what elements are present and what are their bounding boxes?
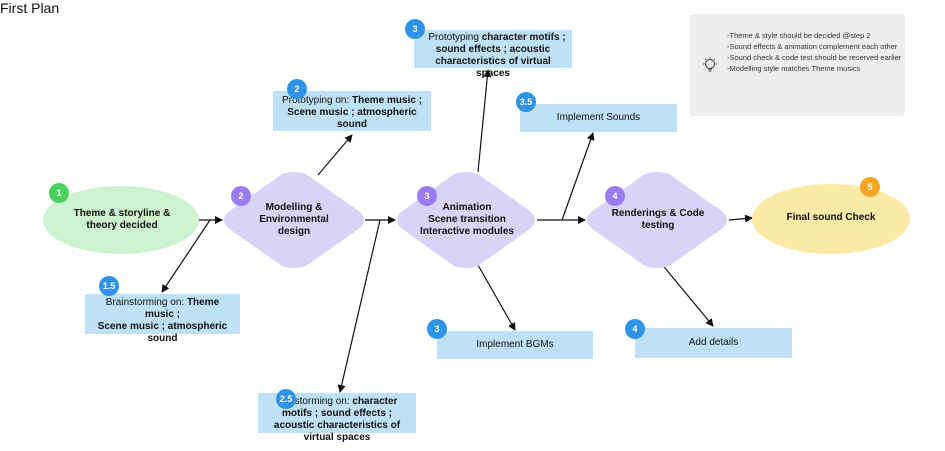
lightbulb-icon [703,57,717,72]
brainstorm-1-5-prefix: Brainstorming on: [105,297,187,308]
note-line-3: -Sound check & code test should be reser… [727,53,902,62]
edge-to-brainstorm-1-5 [161,219,211,293]
proto-2-bold2: Scene music ; atmospheric sound [287,107,417,130]
final-step-badge: 5 [860,177,880,197]
edge-to-sounds-3-5 [561,132,595,221]
sounds-3-5-label: Implement Sounds [556,112,641,123]
brainstorm-1-5-bold1: Theme music ; [144,297,220,320]
brainstorm-2-5-badge: 2.5 [276,389,296,409]
edge-to-brainstorm-2-5 [337,219,381,393]
theme-node-label: Theme & storyline & theory decided [73,208,171,231]
note-line-4: -Modelling style matches Theme musics [727,64,861,73]
edge-to-proto-3 [477,69,492,173]
details-4-badge: 4 [625,319,645,339]
animation-line-1: Animation [442,202,492,213]
brainstorm-2-5-bold1: character [352,396,398,407]
proto-2-prefix: Prototyping on: [281,95,352,106]
final-node-shape [752,184,910,254]
proto-2-bold1: Theme music ; [352,95,423,106]
edge-to-proto-2 [317,134,353,176]
proto-2-badge: 2 [287,79,307,99]
rendering-step-badge: 4 [605,186,625,206]
sticky-note [690,14,905,116]
sticky-note-text: -Theme & style should be decided @step 2… [727,30,902,74]
modelling-node-shape [224,172,364,268]
bgms-3-box: Implement BGMs [437,331,593,359]
theme-step-badge: 1 [49,183,69,203]
brainstorm-2-5-bold2: motifs ; sound effects ; acoustic charac… [273,408,401,443]
animation-node-label: Animation Scene transition Interactive m… [415,200,519,240]
brainstorm-1-5-bold2: Scene music ; atmospheric sound [97,321,228,344]
bgms-3-label: Implement BGMs [476,339,554,350]
brainstorm-1-5-badge: 1.5 [99,276,119,296]
proto-3-prefix: Prototyping [428,32,482,43]
edge-to-bgms-3 [477,264,516,331]
note-line-1: -Theme & style should be decided @step 2 [727,31,871,40]
brainstorm-1-5-box: Brainstorming on: Theme music ; Scene mu… [85,294,240,344]
bgms-3-badge: 3 [427,319,447,339]
proto-3-bold1: character motifs ; [481,32,566,43]
modelling-node-label: Modelling & Environmental design [259,202,329,237]
animation-step-badge: 3 [417,186,437,206]
animation-line-2: Scene transition [428,214,506,225]
modelling-step-badge: 2 [231,186,251,206]
sounds-3-5-box: Implement Sounds [520,104,677,132]
final-node-label: Final sound Check [786,212,876,223]
edge-rendering-final [728,214,753,223]
proto-3-badge: 3 [405,19,425,39]
proto-3-bold2: sound effects ; acoustic characteristics… [435,44,551,79]
details-4-label: Add details [688,337,739,348]
edge-to-details-4 [659,261,714,327]
sounds-3-5-badge: 3.5 [516,92,536,112]
animation-line-3: Interactive modules [420,226,514,237]
page-title: First Plan [0,0,60,16]
rendering-node-label: Renderings & Code testing [611,208,705,231]
details-4-box: Add details [635,328,792,358]
note-line-2: -Sound effects & animation complement ea… [727,42,898,51]
proto-3-box: Prototyping character motifs ; sound eff… [414,30,572,79]
brainstorm-2-5-prefix: storming on: [294,396,353,407]
proto-2-box: Prototyping on: Theme music ; Scene musi… [273,91,431,131]
theme-node-shape [43,186,199,254]
